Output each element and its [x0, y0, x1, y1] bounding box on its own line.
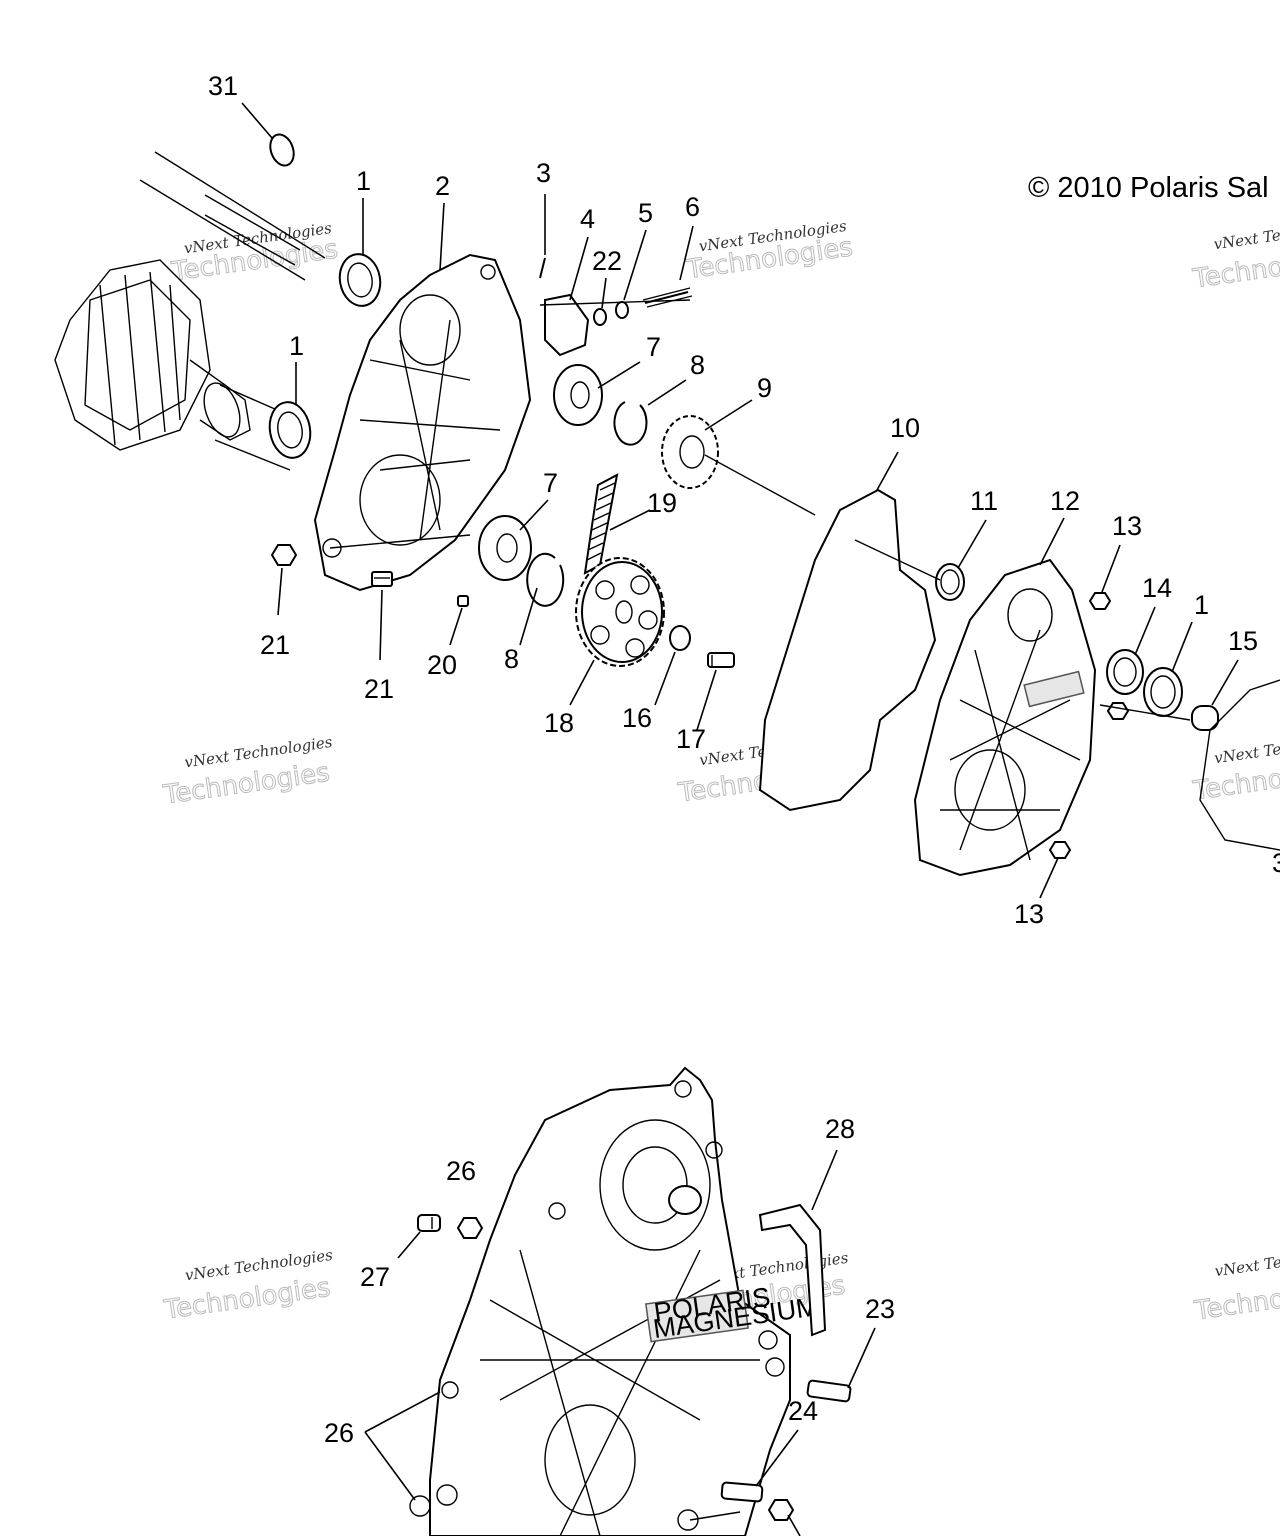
callout-label: 1	[1194, 590, 1209, 620]
pin-part	[539, 257, 546, 279]
bolt-part	[806, 1379, 852, 1403]
callout-label: 3	[536, 158, 551, 188]
callout-label: 11	[970, 486, 998, 516]
callout-label: 4	[580, 204, 595, 234]
bolt-part	[707, 652, 735, 668]
watermark: Technologies vNext Technologies	[160, 733, 333, 811]
callout-label: 8	[504, 644, 519, 674]
brand-badge	[644, 1289, 750, 1343]
o-ring-part	[269, 133, 295, 167]
nut-part	[456, 1217, 484, 1239]
leader-lines	[241, 102, 1239, 1536]
nut-part	[270, 544, 298, 566]
callout-label: 31	[208, 71, 238, 101]
callout-label: 19	[647, 488, 677, 518]
seal-part	[268, 401, 312, 459]
bearing-part	[478, 515, 532, 581]
callout-label: 7	[543, 468, 558, 498]
callout-label: 20	[427, 650, 457, 680]
bearing-part	[553, 364, 603, 426]
bolt-part	[1088, 592, 1112, 610]
tensioner-shoe-part	[544, 293, 590, 357]
watermark-text: vNext Technologies	[1213, 729, 1280, 768]
callout-label: 14	[1142, 573, 1172, 603]
callout-label: 18	[544, 708, 574, 738]
callout-label: 23	[865, 1294, 895, 1324]
callout-label: 22	[592, 246, 622, 276]
callout-label: 16	[622, 703, 652, 733]
snap-ring-part	[613, 401, 648, 446]
washer-part	[669, 625, 691, 651]
gasket-part	[758, 488, 937, 812]
bolt-part	[417, 1214, 441, 1232]
callout-label: 7	[646, 332, 661, 362]
bolt-part	[1106, 702, 1130, 720]
watermarks: Technologies vNext Technologies Technolo…	[160, 215, 1280, 1327]
snap-ring-part	[526, 552, 565, 607]
callouts: 31 1 2 3 4 5 6 22 1 7 8 9 10 7 19 11 12 …	[208, 71, 1280, 1448]
callout-label: 2	[435, 171, 450, 201]
bearing-part	[1106, 649, 1144, 695]
seal-part	[338, 253, 382, 307]
sleeve-part	[935, 563, 965, 601]
watermark-text: vNext Technologies	[1213, 1242, 1280, 1281]
washer-part	[615, 301, 629, 319]
copyright-text: © 2010 Polaris Sal	[1028, 172, 1269, 204]
spacer-part	[1191, 705, 1219, 731]
callout-label: 1	[289, 331, 304, 361]
bolt-part	[720, 1481, 764, 1503]
driven-sprocket-part	[575, 557, 665, 667]
callout-label: 28	[825, 1114, 855, 1144]
seal-part	[1143, 667, 1183, 717]
callout-label: 13	[1014, 899, 1044, 929]
nut-part	[593, 308, 607, 326]
callout-label: 10	[890, 413, 920, 443]
callout-label: 21	[260, 630, 290, 660]
bolt-part	[642, 287, 693, 308]
watermark: Technologies vNext Technologies	[169, 219, 341, 288]
dowel-pin-part	[457, 595, 469, 607]
shaft-assembly	[54, 151, 326, 471]
callout-label: 21	[364, 674, 394, 704]
callout-label: 27	[360, 1262, 390, 1292]
callout-label: 6	[685, 192, 700, 222]
callout-label: 26	[324, 1418, 354, 1448]
watermark-outline-text: Technologies	[1192, 1273, 1280, 1326]
callout-label: 15	[1228, 626, 1258, 656]
callout-label: 1	[356, 166, 371, 196]
callout-label: 3	[1272, 848, 1280, 878]
chaincase-cover-part	[913, 558, 1097, 877]
drive-sprocket-part	[661, 415, 719, 489]
callout-label: 17	[676, 724, 706, 754]
callout-label: 12	[1050, 486, 1080, 516]
callout-label: 8	[690, 350, 705, 380]
assembly-axis-lines	[329, 299, 1191, 721]
callout-label: 26	[446, 1156, 476, 1186]
driven-clutch-part	[1199, 679, 1280, 851]
bolt-part	[1048, 841, 1072, 859]
vent-hose-part	[758, 1203, 827, 1337]
callout-label: 13	[1112, 511, 1142, 541]
watermark: Technologies vNext Technologies	[1190, 215, 1280, 295]
watermark: Technologies vNext Technologies	[1192, 1242, 1280, 1327]
chain-part	[583, 473, 619, 575]
drain-plug-part	[371, 571, 393, 587]
callout-label: 9	[757, 373, 772, 403]
inner-chaincase-part	[313, 253, 532, 592]
assembled-chaincase-part: POLARIS MAGNESIUM	[409, 1066, 820, 1536]
watermark: Technologies vNext Technologies	[684, 217, 856, 286]
callout-label: 24	[788, 1396, 818, 1426]
watermark: Technologies vNext Technologies	[161, 1246, 334, 1326]
callout-label: 5	[638, 198, 653, 228]
nut-part	[767, 1499, 795, 1521]
watermark-text: vNext Technologies	[1213, 215, 1280, 254]
